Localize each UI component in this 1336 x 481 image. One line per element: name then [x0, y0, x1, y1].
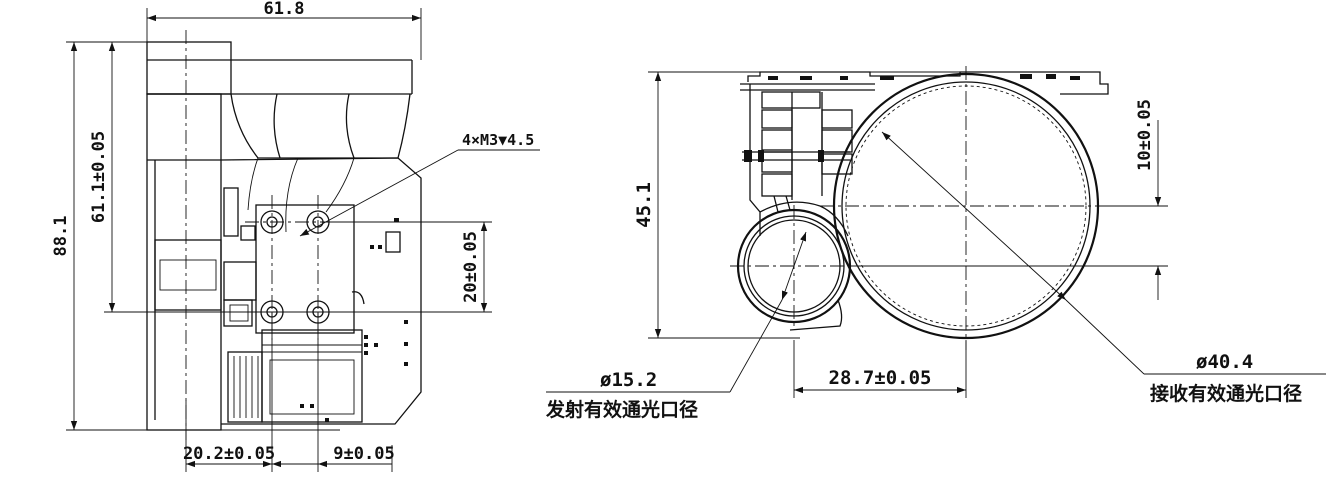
receive-diameter: ø40.4	[1196, 351, 1253, 373]
hole-offset-dim: 20.2±0.05	[183, 444, 275, 464]
hole-spacing-v-dim: 20±0.05	[461, 231, 481, 303]
dimensions-side: 45.1 10±0.05 28.7±0.05 ø15.2 发射有效通光口径 ø4…	[545, 72, 1326, 421]
centerlines-front	[185, 30, 345, 440]
emit-label: 发射有效通光口径	[545, 398, 698, 421]
receive-label: 接收有效通光口径	[1150, 382, 1302, 405]
width-dim: 61.8	[264, 0, 305, 19]
height-mount-dim: 61.1±0.05	[89, 131, 109, 223]
extension-lines-side	[648, 71, 1168, 398]
side-view: 45.1 10±0.05 28.7±0.05 ø15.2 发射有效通光口径 ø4…	[545, 66, 1326, 421]
extension-lines-front	[66, 8, 492, 472]
front-view: 61.8 88.1 61.1±0.05 20±0.05 20.2±0.05 9±…	[51, 0, 540, 472]
mounting-holes	[260, 210, 330, 324]
front-body	[146, 41, 422, 431]
center-distance-dim: 28.7±0.05	[829, 367, 932, 389]
height-total-dim: 88.1	[51, 216, 71, 257]
hole-callout: 4×M3▼4.5	[462, 131, 534, 149]
hole-spacing-h-dim: 9±0.05	[333, 444, 394, 464]
side-body	[740, 71, 1109, 331]
height-dim: 45.1	[633, 182, 655, 228]
ribbon-cable	[227, 351, 263, 423]
offset-v-dim: 10±0.05	[1135, 99, 1155, 171]
dimensions-front: 61.8 88.1 61.1±0.05 20±0.05 20.2±0.05 9±…	[51, 0, 540, 468]
emit-diameter: ø15.2	[600, 369, 657, 391]
